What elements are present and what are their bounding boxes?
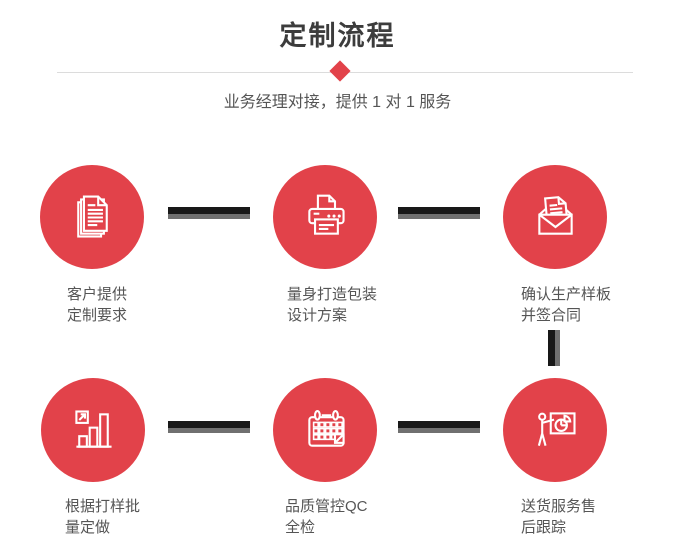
step-label-line: 设计方案 <box>287 307 348 324</box>
step-label-line: 根据打样批 <box>65 498 141 515</box>
step-label-line: 定制要求 <box>67 307 128 324</box>
flow-connector-vertical <box>548 330 560 366</box>
step-label-line: 后跟踪 <box>521 519 567 536</box>
step-circle-3 <box>503 165 607 269</box>
step-label-line: 送货服务售 <box>521 498 597 515</box>
step-circle-6 <box>503 378 607 482</box>
step-label-4: 根据打样批 量定做 <box>65 496 140 538</box>
presentation-icon <box>537 411 576 446</box>
step-circle-2 <box>273 165 377 269</box>
envelope-icon <box>537 195 573 235</box>
printer-icon <box>307 194 345 235</box>
calendar-icon <box>307 409 345 447</box>
diamond-icon <box>329 60 351 82</box>
flow-connector-horizontal-3 <box>168 421 250 433</box>
step-label-line: 客户提供 <box>67 286 128 303</box>
step-label-3: 确认生产样板 并签合同 <box>521 284 611 326</box>
flow-connector-horizontal-1 <box>168 207 250 219</box>
step-label-line: 并签合同 <box>521 307 582 324</box>
step-label-6: 送货服务售 后跟踪 <box>521 496 596 538</box>
step-circle-1 <box>40 165 144 269</box>
step-label-line: 品质管控QC <box>285 498 368 515</box>
documents-icon <box>76 195 108 238</box>
step-label-5: 品质管控QC 全检 <box>285 496 368 538</box>
step-circle-5 <box>273 378 377 482</box>
step-label-2: 量身打造包装 设计方案 <box>287 284 377 326</box>
step-circle-4 <box>41 378 145 482</box>
page-subtitle: 业务经理对接，提供 1 对 1 服务 <box>223 94 452 111</box>
flow-connector-horizontal-2 <box>398 207 480 219</box>
step-label-line: 全检 <box>285 519 316 536</box>
page-title: 定制流程 <box>279 21 396 51</box>
step-label-line: 量身打造包装 <box>287 286 378 303</box>
step-label-line: 量定做 <box>65 519 111 536</box>
bar-chart-icon <box>74 409 112 448</box>
flow-connector-horizontal-4 <box>398 421 480 433</box>
step-label-line: 确认生产样板 <box>521 286 612 303</box>
step-label-1: 客户提供 定制要求 <box>67 284 127 326</box>
